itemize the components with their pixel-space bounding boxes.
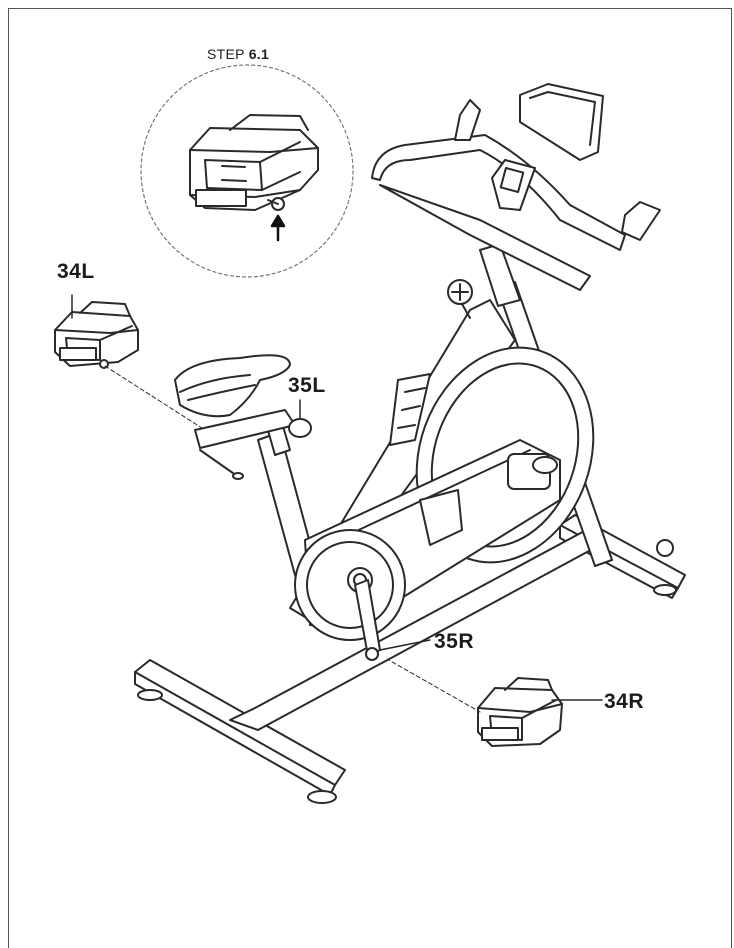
- detail-pedal-illustration: [189, 114, 319, 211]
- label-34L: 34L: [57, 260, 95, 283]
- detail-callout-circle: [140, 64, 354, 278]
- bike-illustration: [134, 83, 686, 804]
- step-number: 6.1: [248, 46, 270, 62]
- label-35R: 35R: [434, 630, 475, 653]
- detail-arrow: [270, 214, 286, 242]
- label-35L: 35L: [288, 374, 326, 397]
- pedal-left-illustration: [54, 301, 139, 369]
- step-heading: STEP 6.1: [207, 46, 269, 62]
- step-prefix: STEP: [207, 46, 245, 62]
- pedal-right-illustration: [477, 677, 563, 747]
- page-frame: [8, 8, 732, 948]
- label-34R: 34R: [604, 690, 645, 713]
